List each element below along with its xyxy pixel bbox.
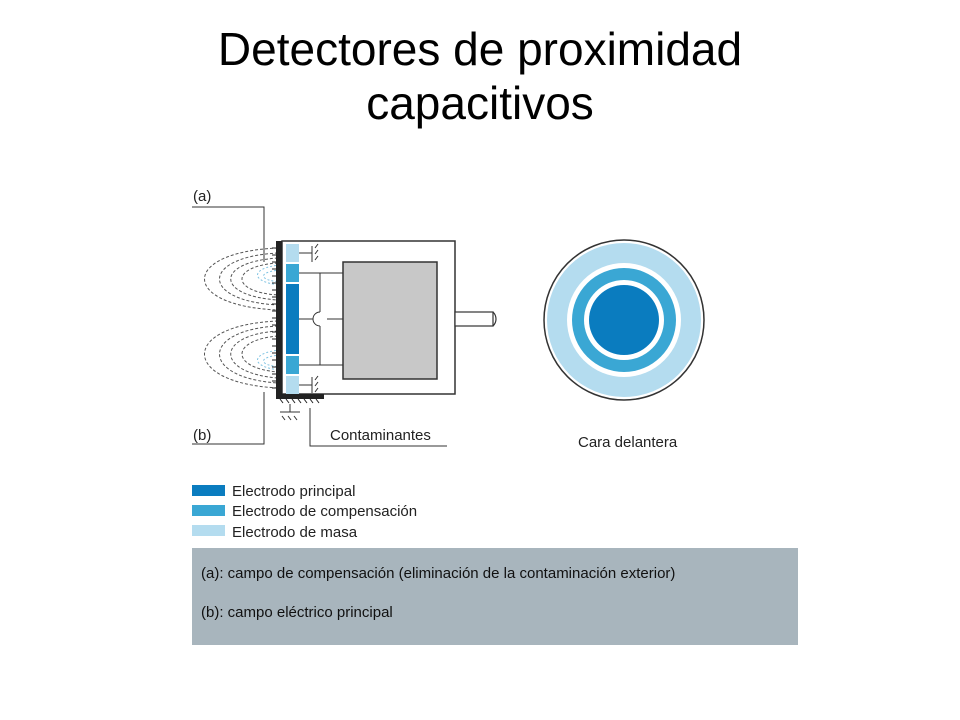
- plate-hatching: [272, 247, 276, 389]
- leader-lines: [192, 206, 447, 447]
- title-line-2: capacitivos: [366, 77, 594, 129]
- title-line-1: Detectores de proximidad: [217, 23, 743, 75]
- note-a: (a): campo de compensación (eliminación …: [201, 565, 676, 582]
- compensation-electrode-bottom: [286, 356, 299, 374]
- ground-electrode-bottom: [286, 376, 299, 394]
- electronics-block: [342, 261, 438, 380]
- note-b: (b): campo eléctrico principal: [201, 604, 393, 621]
- ground-symbol-bottom: [299, 375, 319, 393]
- front-face-view: [543, 239, 705, 401]
- front-plate: [276, 241, 282, 396]
- legend-label-ground: Electrodo de masa: [232, 524, 358, 541]
- contaminant-layer: [276, 394, 324, 399]
- legend-swatch-ground: [192, 525, 225, 536]
- internal-wiring: [299, 272, 343, 366]
- contaminant-hatching: [279, 398, 320, 404]
- label-b: (b): [193, 427, 211, 444]
- notes-box: (a): campo de compensación (eliminación …: [192, 548, 798, 645]
- compensation-electrode-top: [286, 264, 299, 282]
- label-a: (a): [193, 188, 211, 205]
- ground-electrode-top: [286, 244, 299, 262]
- legend: Electrodo principal Electrodo de compens…: [192, 483, 417, 541]
- compensation-field-lines: [257, 264, 281, 371]
- cable: [454, 311, 497, 327]
- label-front-face: Cara delantera: [578, 434, 678, 451]
- legend-swatch-main: [192, 485, 225, 496]
- label-contaminants: Contaminantes: [330, 427, 431, 444]
- main-electrode: [286, 284, 299, 354]
- page-title: Detectores de proximidad capacitivos: [0, 22, 960, 130]
- legend-label-main: Electrodo principal: [232, 483, 355, 500]
- legend-swatch-compensation: [192, 505, 225, 516]
- ground-symbol-outside: [280, 404, 300, 421]
- field-lines: [204, 247, 279, 389]
- ground-symbol-top: [299, 243, 319, 262]
- legend-label-compensation: Electrodo de compensación: [232, 503, 417, 520]
